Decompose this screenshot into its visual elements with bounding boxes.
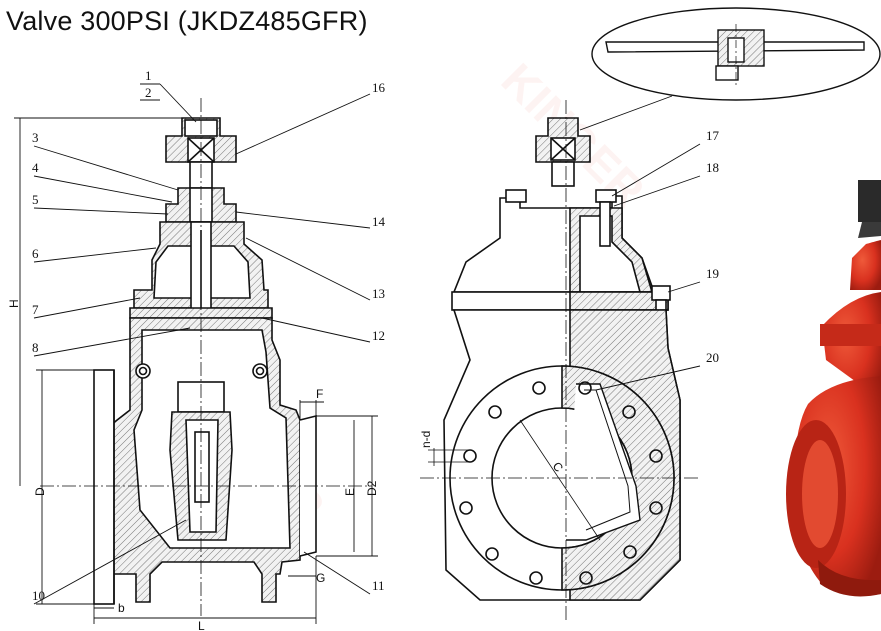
callout-1: 1 [145, 68, 152, 83]
section-view [40, 98, 372, 616]
callout-16: 16 [372, 80, 386, 95]
dim-label-e: E [343, 488, 357, 496]
dim-label-nd: n-d [419, 431, 433, 448]
dim-label-d: D [33, 487, 47, 496]
dim-label-f: F [316, 387, 323, 401]
page-title: Valve 300PSI (JKDZ485GFR) [6, 6, 368, 36]
section-callout-leaders [33, 83, 371, 605]
callout-13: 13 [372, 286, 385, 301]
dim-label-g: G [316, 571, 325, 585]
callout-11: 11 [372, 578, 385, 593]
section-callout-labels: 1 2 3 4 5 6 7 8 10 11 12 13 14 16 [32, 68, 386, 603]
dim-label-l: L [198, 619, 205, 631]
callout-14: 14 [372, 214, 386, 229]
side-callout-leaders [579, 95, 701, 391]
callout-17: 17 [706, 128, 720, 143]
callout-7: 7 [32, 302, 39, 317]
dim-label-b: b [118, 601, 125, 615]
callout-12: 12 [372, 328, 385, 343]
callout-10: 10 [32, 588, 45, 603]
dim-label-d2: D2 [365, 480, 379, 496]
dim-label-h: H [7, 299, 21, 308]
detail-view [591, 7, 881, 101]
callout-20: 20 [706, 350, 719, 365]
callout-3: 3 [32, 130, 39, 145]
side-view [420, 100, 700, 620]
callout-18: 18 [706, 160, 719, 175]
callout-8: 8 [32, 340, 39, 355]
callout-19: 19 [706, 266, 719, 281]
flange-bolt-holes [459, 381, 663, 585]
callout-2: 2 [145, 85, 152, 100]
callout-6: 6 [32, 246, 39, 261]
section-dimensions [14, 117, 378, 624]
bonnet-bolt [599, 201, 611, 247]
section-dimension-labels: H D L b F G E D2 [7, 299, 379, 631]
callout-5: 5 [32, 192, 39, 207]
valve-photo [786, 180, 881, 597]
side-callout-labels: 17 18 19 20 [706, 128, 720, 365]
callout-4: 4 [32, 160, 39, 175]
